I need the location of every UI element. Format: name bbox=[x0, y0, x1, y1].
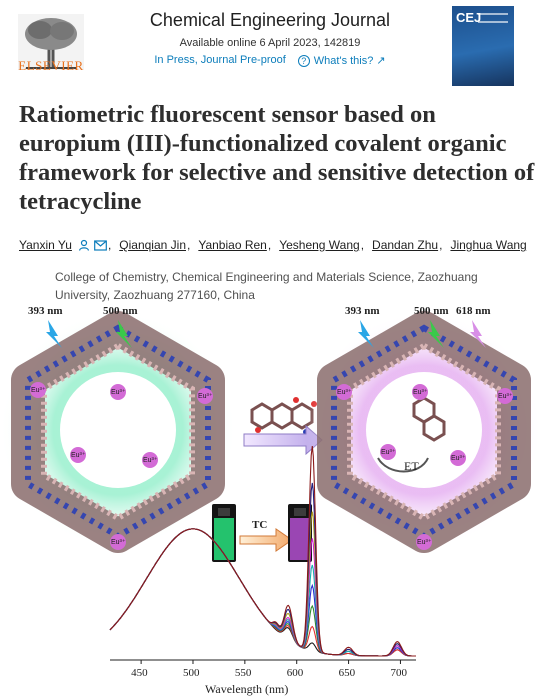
eu-label: Eu³⁺ bbox=[31, 387, 46, 394]
x-tick-label: 600 bbox=[287, 667, 304, 679]
eu-label: Eu³⁺ bbox=[143, 457, 158, 464]
eu-label: Eu³⁺ bbox=[198, 393, 213, 400]
vial-before-icon bbox=[212, 504, 236, 562]
journal-info: Chemical Engineering Journal Available o… bbox=[100, 10, 440, 67]
author-link[interactable]: Jinghua Wang bbox=[450, 238, 527, 252]
author-link[interactable]: Yesheng Wang bbox=[279, 238, 360, 252]
eu-label: Eu³⁺ bbox=[71, 452, 86, 459]
spectrum-series-line bbox=[109, 528, 416, 657]
excitation-beam-icon bbox=[46, 320, 132, 348]
eu-label: Eu³⁺ bbox=[417, 539, 432, 546]
x-tick-label: 550 bbox=[235, 667, 252, 679]
author-separator: , bbox=[187, 238, 191, 252]
cof-framework-after bbox=[306, 311, 542, 553]
vial-after-icon bbox=[288, 504, 312, 562]
tc-label: TC bbox=[252, 519, 267, 531]
cof-framework-before bbox=[0, 311, 236, 553]
x-tick-label: 450 bbox=[131, 667, 148, 679]
cover-decor bbox=[478, 13, 508, 23]
eu-ion-group-right: Eu³⁺ Eu³⁺ Eu³⁺ Eu³⁺ Eu³⁺ Eu³⁺ bbox=[336, 384, 513, 550]
author-separator: , bbox=[360, 238, 365, 252]
person-icon[interactable] bbox=[78, 239, 90, 251]
graphical-abstract: Eu³⁺ Eu³⁺ Eu³⁺ Eu³⁺ Eu³⁺ Eu³⁺ 393 nm 500… bbox=[0, 305, 542, 696]
eu-label: Eu³⁺ bbox=[451, 455, 466, 462]
energy-transfer-label: ET bbox=[404, 459, 419, 473]
author-link[interactable]: Yanbiao Ren bbox=[198, 238, 267, 252]
author-icons bbox=[78, 239, 107, 251]
tc-addition-arrow-icon bbox=[239, 528, 293, 552]
author-link[interactable]: Qianqian Jin bbox=[119, 238, 186, 252]
help-icon: ? bbox=[297, 54, 310, 67]
eu-label: Eu³⁺ bbox=[111, 389, 126, 396]
wavelength-label: 393 nm bbox=[345, 305, 380, 317]
x-axis-title: Wavelength (nm) bbox=[205, 682, 288, 696]
excitation-beam-icon bbox=[358, 320, 486, 348]
author-separator: , bbox=[107, 238, 112, 252]
x-tick-label: 500 bbox=[183, 667, 200, 679]
spectrum-series-line bbox=[109, 528, 416, 657]
spectrum-series-line bbox=[109, 528, 416, 657]
eu-ion-group-left: Eu³⁺ Eu³⁺ Eu³⁺ Eu³⁺ Eu³⁺ Eu³⁺ bbox=[30, 382, 213, 550]
journal-cover[interactable]: CEJ bbox=[452, 6, 514, 86]
journal-status-link[interactable]: In Press, Journal Pre-proof bbox=[154, 54, 286, 66]
wavelength-label: 500 nm bbox=[414, 305, 449, 317]
article-title: Ratiometric fluorescent sensor based on … bbox=[19, 101, 535, 215]
spectrum-series-group bbox=[109, 446, 416, 657]
spectrum-series-line bbox=[109, 528, 416, 657]
cover-abbr: CEJ bbox=[456, 10, 482, 25]
wavelength-label: 618 nm bbox=[456, 305, 491, 317]
author-link[interactable]: Yanxin Yu bbox=[19, 238, 72, 252]
x-tick-label: 700 bbox=[390, 667, 407, 679]
eu-label: Eu³⁺ bbox=[111, 539, 126, 546]
eu-label: Eu³⁺ bbox=[498, 393, 513, 400]
wavelength-label: 393 nm bbox=[28, 305, 63, 317]
author-link[interactable]: Dandan Zhu bbox=[372, 238, 439, 252]
tree-logo-icon[interactable] bbox=[18, 6, 84, 78]
email-icon[interactable] bbox=[94, 239, 107, 251]
author-separator: , bbox=[439, 238, 443, 252]
spectrum-series-line bbox=[109, 528, 416, 657]
publisher-name[interactable]: ELSEVIER bbox=[18, 58, 84, 73]
journal-header: ELSEVIER Chemical Engineering Journal Av… bbox=[0, 0, 554, 88]
affiliation: College of Chemistry, Chemical Engineeri… bbox=[55, 270, 478, 302]
spectrum-series-line bbox=[109, 528, 416, 657]
author-list: Yanxin Yu , Qianqian Jin , Yanbiao Ren ,… bbox=[19, 238, 549, 252]
x-axis-ticks: 450 500 550 600 650 700 bbox=[131, 660, 407, 679]
whats-this-label: What's this? ↗ bbox=[313, 55, 386, 67]
emission-spectrum-chart: 450 500 550 600 650 700 Wavelength (nm) bbox=[109, 446, 416, 696]
available-date: Available online 6 April 2023, 142819 bbox=[179, 37, 361, 49]
journal-title[interactable]: Chemical Engineering Journal bbox=[149, 10, 391, 30]
status-line: In Press, Journal Pre-proof ? What's thi… bbox=[100, 54, 440, 67]
eu-label: Eu³⁺ bbox=[413, 389, 428, 396]
wavelength-label: 500 nm bbox=[103, 305, 138, 317]
whats-this-link[interactable]: ? What's this? ↗ bbox=[297, 54, 386, 67]
spectrum-series-line bbox=[109, 446, 416, 657]
x-tick-label: 650 bbox=[339, 667, 356, 679]
eu-label: Eu³⁺ bbox=[381, 449, 396, 456]
author-separator: , bbox=[267, 238, 272, 252]
eu-label: Eu³⁺ bbox=[337, 389, 352, 396]
